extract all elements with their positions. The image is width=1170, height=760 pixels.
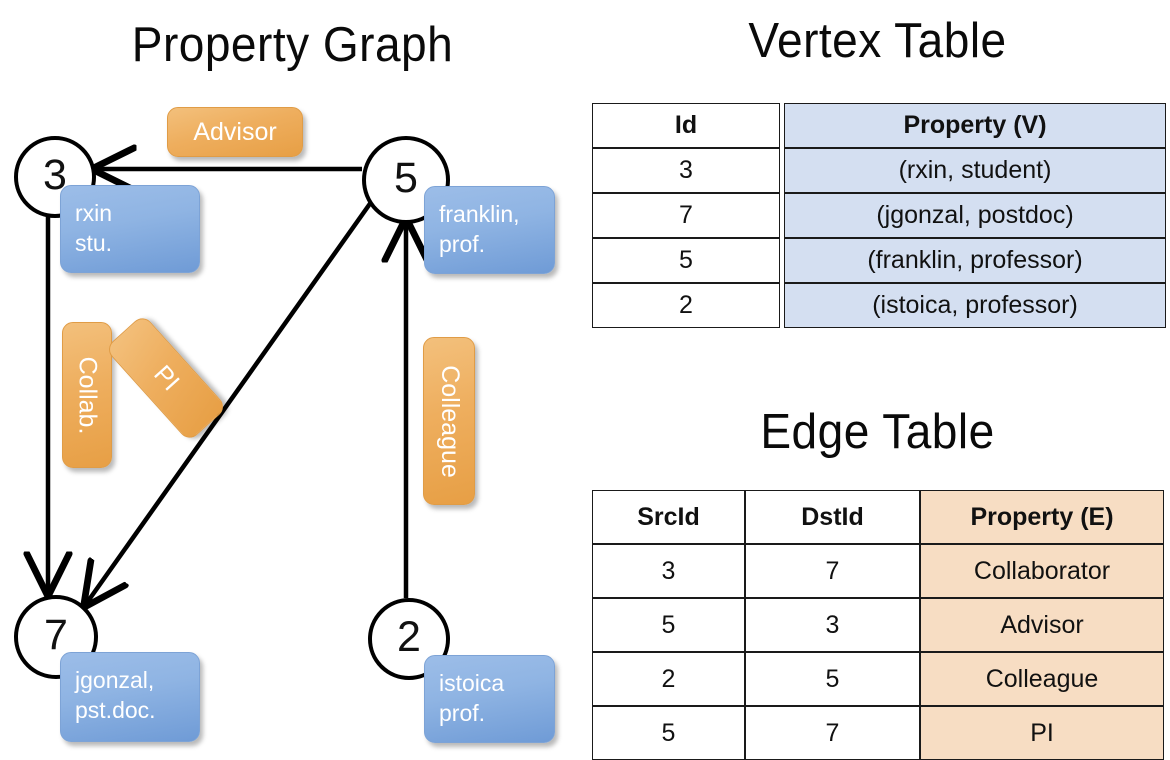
edge-row-0-property: Collaborator [920,544,1164,598]
edge-line-5-to-7 [86,196,376,604]
graph-node-5-label: 5 [394,153,418,202]
table-row[interactable]: 7 (jgonzal, postdoc) [592,193,1166,238]
edge-row-2-dst: 5 [745,652,920,706]
table-row[interactable]: 5 3 Advisor [592,598,1164,652]
vertex-table-column-gap [780,148,784,193]
vertex-property-box-3[interactable]: rxin stu. [60,185,200,273]
edge-label-colleague-text: Colleague [435,364,464,478]
graph-node-3-label: 3 [43,150,67,199]
table-row[interactable]: 3 7 Collaborator [592,544,1164,598]
edge-table-header-row: SrcId DstId Property (E) [592,490,1164,544]
graph-node-2[interactable]: 2 [368,598,450,680]
edge-row-3-dst: 7 [745,706,920,760]
edge-row-2-src: 2 [592,652,745,706]
vertex-row-0-property: (rxin, student) [784,148,1166,193]
edge-row-0-src: 3 [592,544,745,598]
vertex-table-header-property: Property (V) [784,103,1166,148]
table-row[interactable]: 5 (franklin, professor) [592,238,1166,283]
edge-label-advisor[interactable]: Advisor [167,107,303,157]
vertex-row-0-id: 3 [592,148,780,193]
table-row[interactable]: 3 (rxin, student) [592,148,1166,193]
vertex-property-box-2[interactable]: istoica prof. [424,655,555,743]
edge-row-0-dst: 7 [745,544,920,598]
vertex-property-5-line1: franklin, [439,201,520,227]
graph-node-5[interactable]: 5 [362,136,450,224]
vertex-row-2-id: 5 [592,238,780,283]
edge-row-1-property: Advisor [920,598,1164,652]
edge-label-pi-text: PI [148,359,185,396]
table-row[interactable]: 2 (istoica, professor) [592,283,1166,328]
edge-row-2-property: Colleague [920,652,1164,706]
vertex-table-column-gap [780,193,784,238]
vertex-property-box-7[interactable]: jgonzal, pst.doc. [60,652,200,742]
vertex-row-1-property: (jgonzal, postdoc) [784,193,1166,238]
vertex-row-2-property: (franklin, professor) [784,238,1166,283]
vertex-table-header-row: Id Property (V) [592,103,1166,148]
vertex-property-2-line2: prof. [439,700,486,726]
vertex-table-column-gap [780,283,784,328]
edge-table: SrcId DstId Property (E) 3 7 Collaborato… [592,490,1164,760]
vertex-table-column-gap [780,103,784,148]
vertex-property-5-line2: prof. [439,231,486,257]
table-row[interactable]: 2 5 Colleague [592,652,1164,706]
vertex-property-box-5[interactable]: franklin, prof. [424,186,555,274]
property-graph-title: Property Graph [131,18,454,72]
vertex-property-7-line2: pst.doc. [75,697,156,723]
graph-node-2-label: 2 [397,612,421,661]
edge-table-title: Edge Table [760,405,995,459]
edge-label-collab-text: Collab. [73,356,102,434]
edge-row-1-src: 5 [592,598,745,652]
edge-label-advisor-text: Advisor [193,117,277,146]
edge-row-1-dst: 3 [745,598,920,652]
vertex-property-2-line1: istoica [439,670,505,696]
edge-table-header-dstid: DstId [745,490,920,544]
graph-node-7-label: 7 [44,610,68,659]
edge-row-3-property: PI [920,706,1164,760]
vertex-table: Id Property (V) 3 (rxin, student) 7 (jgo… [592,103,1166,328]
edge-label-colleague[interactable]: Colleague [423,337,475,505]
edge-label-collab[interactable]: Collab. [62,322,112,468]
vertex-table-column-gap [780,238,784,283]
table-row[interactable]: 5 7 PI [592,706,1164,760]
vertex-table-header-id: Id [592,103,780,148]
edge-table-header-property: Property (E) [920,490,1164,544]
vertex-property-3-line2: stu. [75,230,113,256]
vertex-row-1-id: 7 [592,193,780,238]
vertex-property-3-line1: rxin [75,200,113,226]
graph-edges-layer [0,0,585,760]
vertex-row-3-id: 2 [592,283,780,328]
vertex-row-3-property: (istoica, professor) [784,283,1166,328]
edge-row-3-src: 5 [592,706,745,760]
vertex-table-title: Vertex Table [748,14,1007,68]
vertex-property-7-line1: jgonzal, [75,667,155,693]
edge-table-header-srcid: SrcId [592,490,745,544]
